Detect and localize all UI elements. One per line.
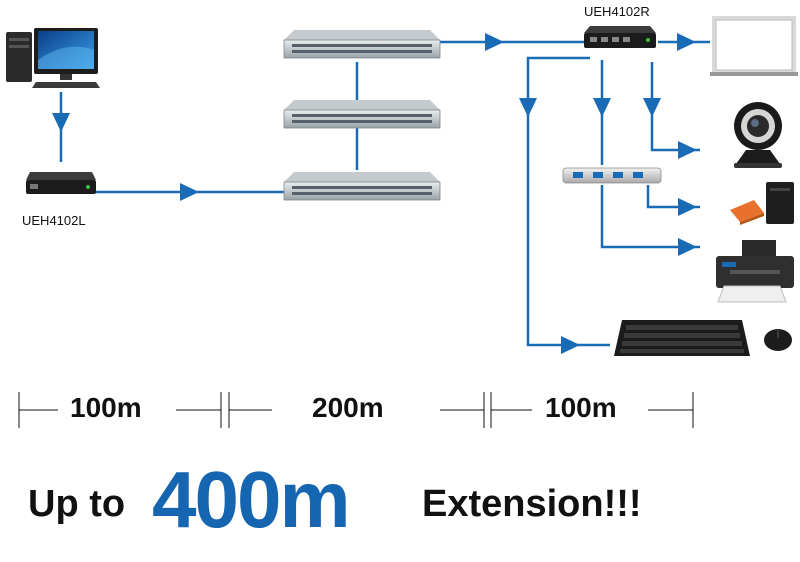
local-unit-label: UEH4102L (22, 213, 86, 228)
arrow-right-icon (678, 198, 697, 216)
usb-extender-local-icon (26, 172, 96, 194)
link-hub-printer (600, 185, 700, 249)
arrow-down-icon (519, 98, 537, 117)
webcam-icon (734, 102, 782, 168)
flow-arrows (52, 33, 697, 354)
arrow-right-icon (561, 336, 580, 354)
network-switch-icon (283, 172, 441, 201)
interactive-whiteboard-icon (710, 16, 798, 76)
network-switch-stack (283, 30, 441, 201)
keyboard-icon (614, 320, 750, 356)
headline-figure: 400m (152, 455, 351, 544)
arrow-down-icon (52, 113, 70, 132)
external-drive-icon (730, 182, 794, 225)
remote-unit-label: UEH4102R (584, 4, 650, 19)
arrow-down-icon (643, 98, 661, 117)
distance-label-3: 100m (545, 392, 617, 423)
printer-icon (716, 240, 794, 303)
arrow-right-icon (485, 33, 504, 51)
arrow-right-icon (180, 183, 199, 201)
arrow-right-icon (678, 238, 697, 256)
usb-hub-icon (562, 167, 662, 184)
headline-suffix: Extension!!! (422, 483, 642, 525)
arrow-right-icon (678, 141, 697, 159)
link-hub-storage (646, 185, 700, 209)
distance-label-2: 200m (312, 392, 384, 423)
arrow-right-icon (677, 33, 696, 51)
link-receiver-webcam (650, 62, 700, 152)
usb-extender-remote-icon (584, 26, 656, 48)
distance-label-1: 100m (70, 392, 142, 423)
distance-scale (18, 392, 694, 428)
mouse-icon (764, 329, 792, 351)
computer-icon (6, 28, 100, 88)
network-switch-icon (283, 30, 441, 59)
headline-prefix: Up to (28, 483, 126, 525)
network-switch-icon (283, 100, 441, 129)
arrow-down-icon (593, 98, 611, 117)
